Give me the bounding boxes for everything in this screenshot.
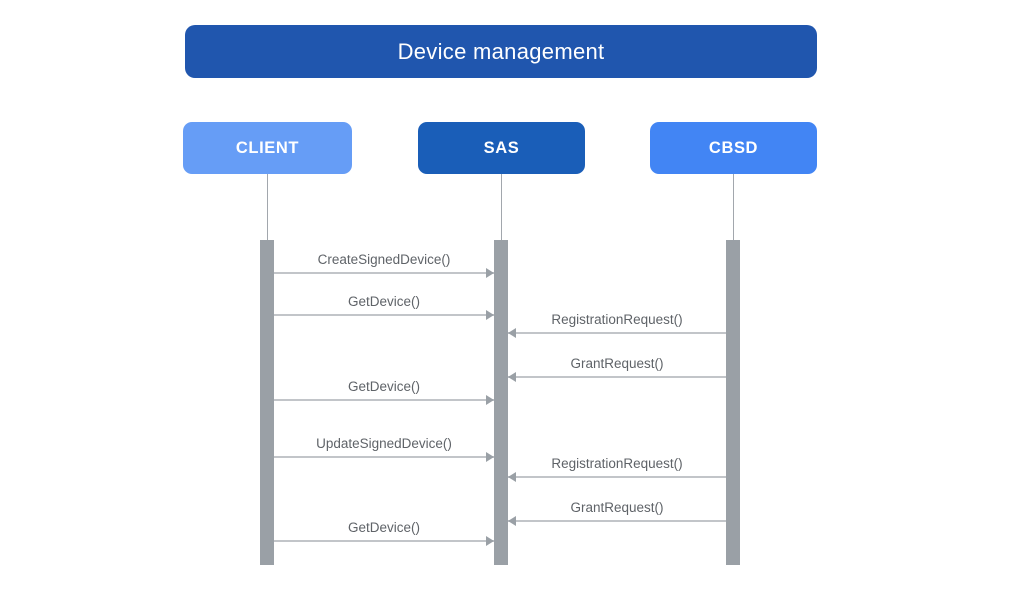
- message-line: [274, 540, 494, 542]
- message-row: RegistrationRequest(): [508, 456, 726, 482]
- message-label: GetDevice(): [347, 379, 420, 394]
- activation-bar-sas: [494, 240, 508, 565]
- lifeline-sas: [501, 174, 502, 240]
- message-label: CreateSignedDevice(): [317, 252, 451, 267]
- diagram-title: Device management: [397, 38, 605, 64]
- arrow-left-icon: [508, 328, 516, 338]
- message-line: [274, 456, 494, 458]
- message-line: [508, 476, 726, 478]
- arrow-left-icon: [508, 372, 516, 382]
- arrow-left-icon: [508, 516, 516, 526]
- message-label: UpdateSignedDevice(): [316, 436, 452, 451]
- actor-client: CLIENT: [183, 122, 352, 174]
- message-row: UpdateSignedDevice(): [274, 436, 494, 462]
- message-line: [274, 314, 494, 316]
- message-row: GrantRequest(): [508, 356, 726, 382]
- lifeline-client: [267, 174, 268, 240]
- message-label: GrantRequest(): [570, 500, 664, 515]
- message-label: GetDevice(): [347, 294, 420, 309]
- actor-client-label: CLIENT: [235, 138, 300, 157]
- actor-cbsd-label: CBSD: [708, 138, 759, 157]
- message-line: [508, 376, 726, 378]
- message-row: GetDevice(): [274, 294, 494, 320]
- lifeline-cbsd: [733, 174, 734, 240]
- message-label: GrantRequest(): [570, 356, 664, 371]
- arrow-left-icon: [508, 472, 516, 482]
- arrow-right-icon: [486, 395, 494, 405]
- activation-bar-cbsd: [726, 240, 740, 565]
- message-line: [274, 272, 494, 274]
- activation-bar-client: [260, 240, 274, 565]
- actor-sas: SAS: [418, 122, 585, 174]
- actor-sas-label: SAS: [483, 138, 520, 157]
- arrow-right-icon: [486, 268, 494, 278]
- message-label: GetDevice(): [347, 520, 420, 535]
- diagram-title-bar: Device management: [185, 25, 817, 78]
- message-row: GetDevice(): [274, 379, 494, 405]
- actor-cbsd: CBSD: [650, 122, 817, 174]
- message-row: GetDevice(): [274, 520, 494, 546]
- message-row: CreateSignedDevice(): [274, 252, 494, 278]
- message-line: [508, 520, 726, 522]
- message-label: RegistrationRequest(): [551, 456, 683, 471]
- arrow-right-icon: [486, 452, 494, 462]
- message-label: RegistrationRequest(): [551, 312, 683, 327]
- message-row: RegistrationRequest(): [508, 312, 726, 338]
- arrow-right-icon: [486, 536, 494, 546]
- message-line: [274, 399, 494, 401]
- arrow-right-icon: [486, 310, 494, 320]
- message-line: [508, 332, 726, 334]
- message-row: GrantRequest(): [508, 500, 726, 526]
